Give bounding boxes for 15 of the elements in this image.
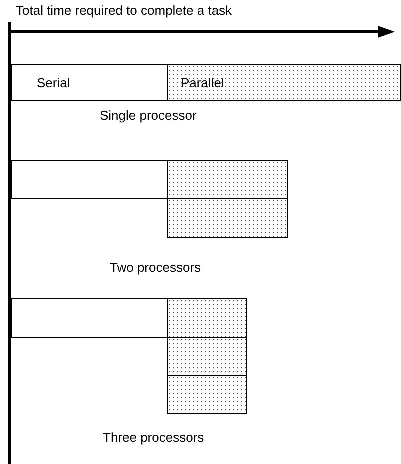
parallel-box xyxy=(167,198,288,238)
box-label: Parallel xyxy=(181,75,224,90)
caption: Two processors xyxy=(110,260,202,275)
caption: Single processor xyxy=(100,108,197,123)
serial-box xyxy=(11,64,168,101)
serial-box xyxy=(11,160,168,199)
parallel-box xyxy=(167,160,288,199)
parallel-box xyxy=(167,298,247,338)
parallel-box xyxy=(167,64,401,101)
box-label: Serial xyxy=(37,75,70,90)
parallel-box xyxy=(167,375,247,414)
parallel-box xyxy=(167,337,247,376)
axis-title: Total time required to complete a task xyxy=(16,3,232,18)
caption: Three processors xyxy=(103,430,204,445)
serial-box xyxy=(11,298,168,338)
